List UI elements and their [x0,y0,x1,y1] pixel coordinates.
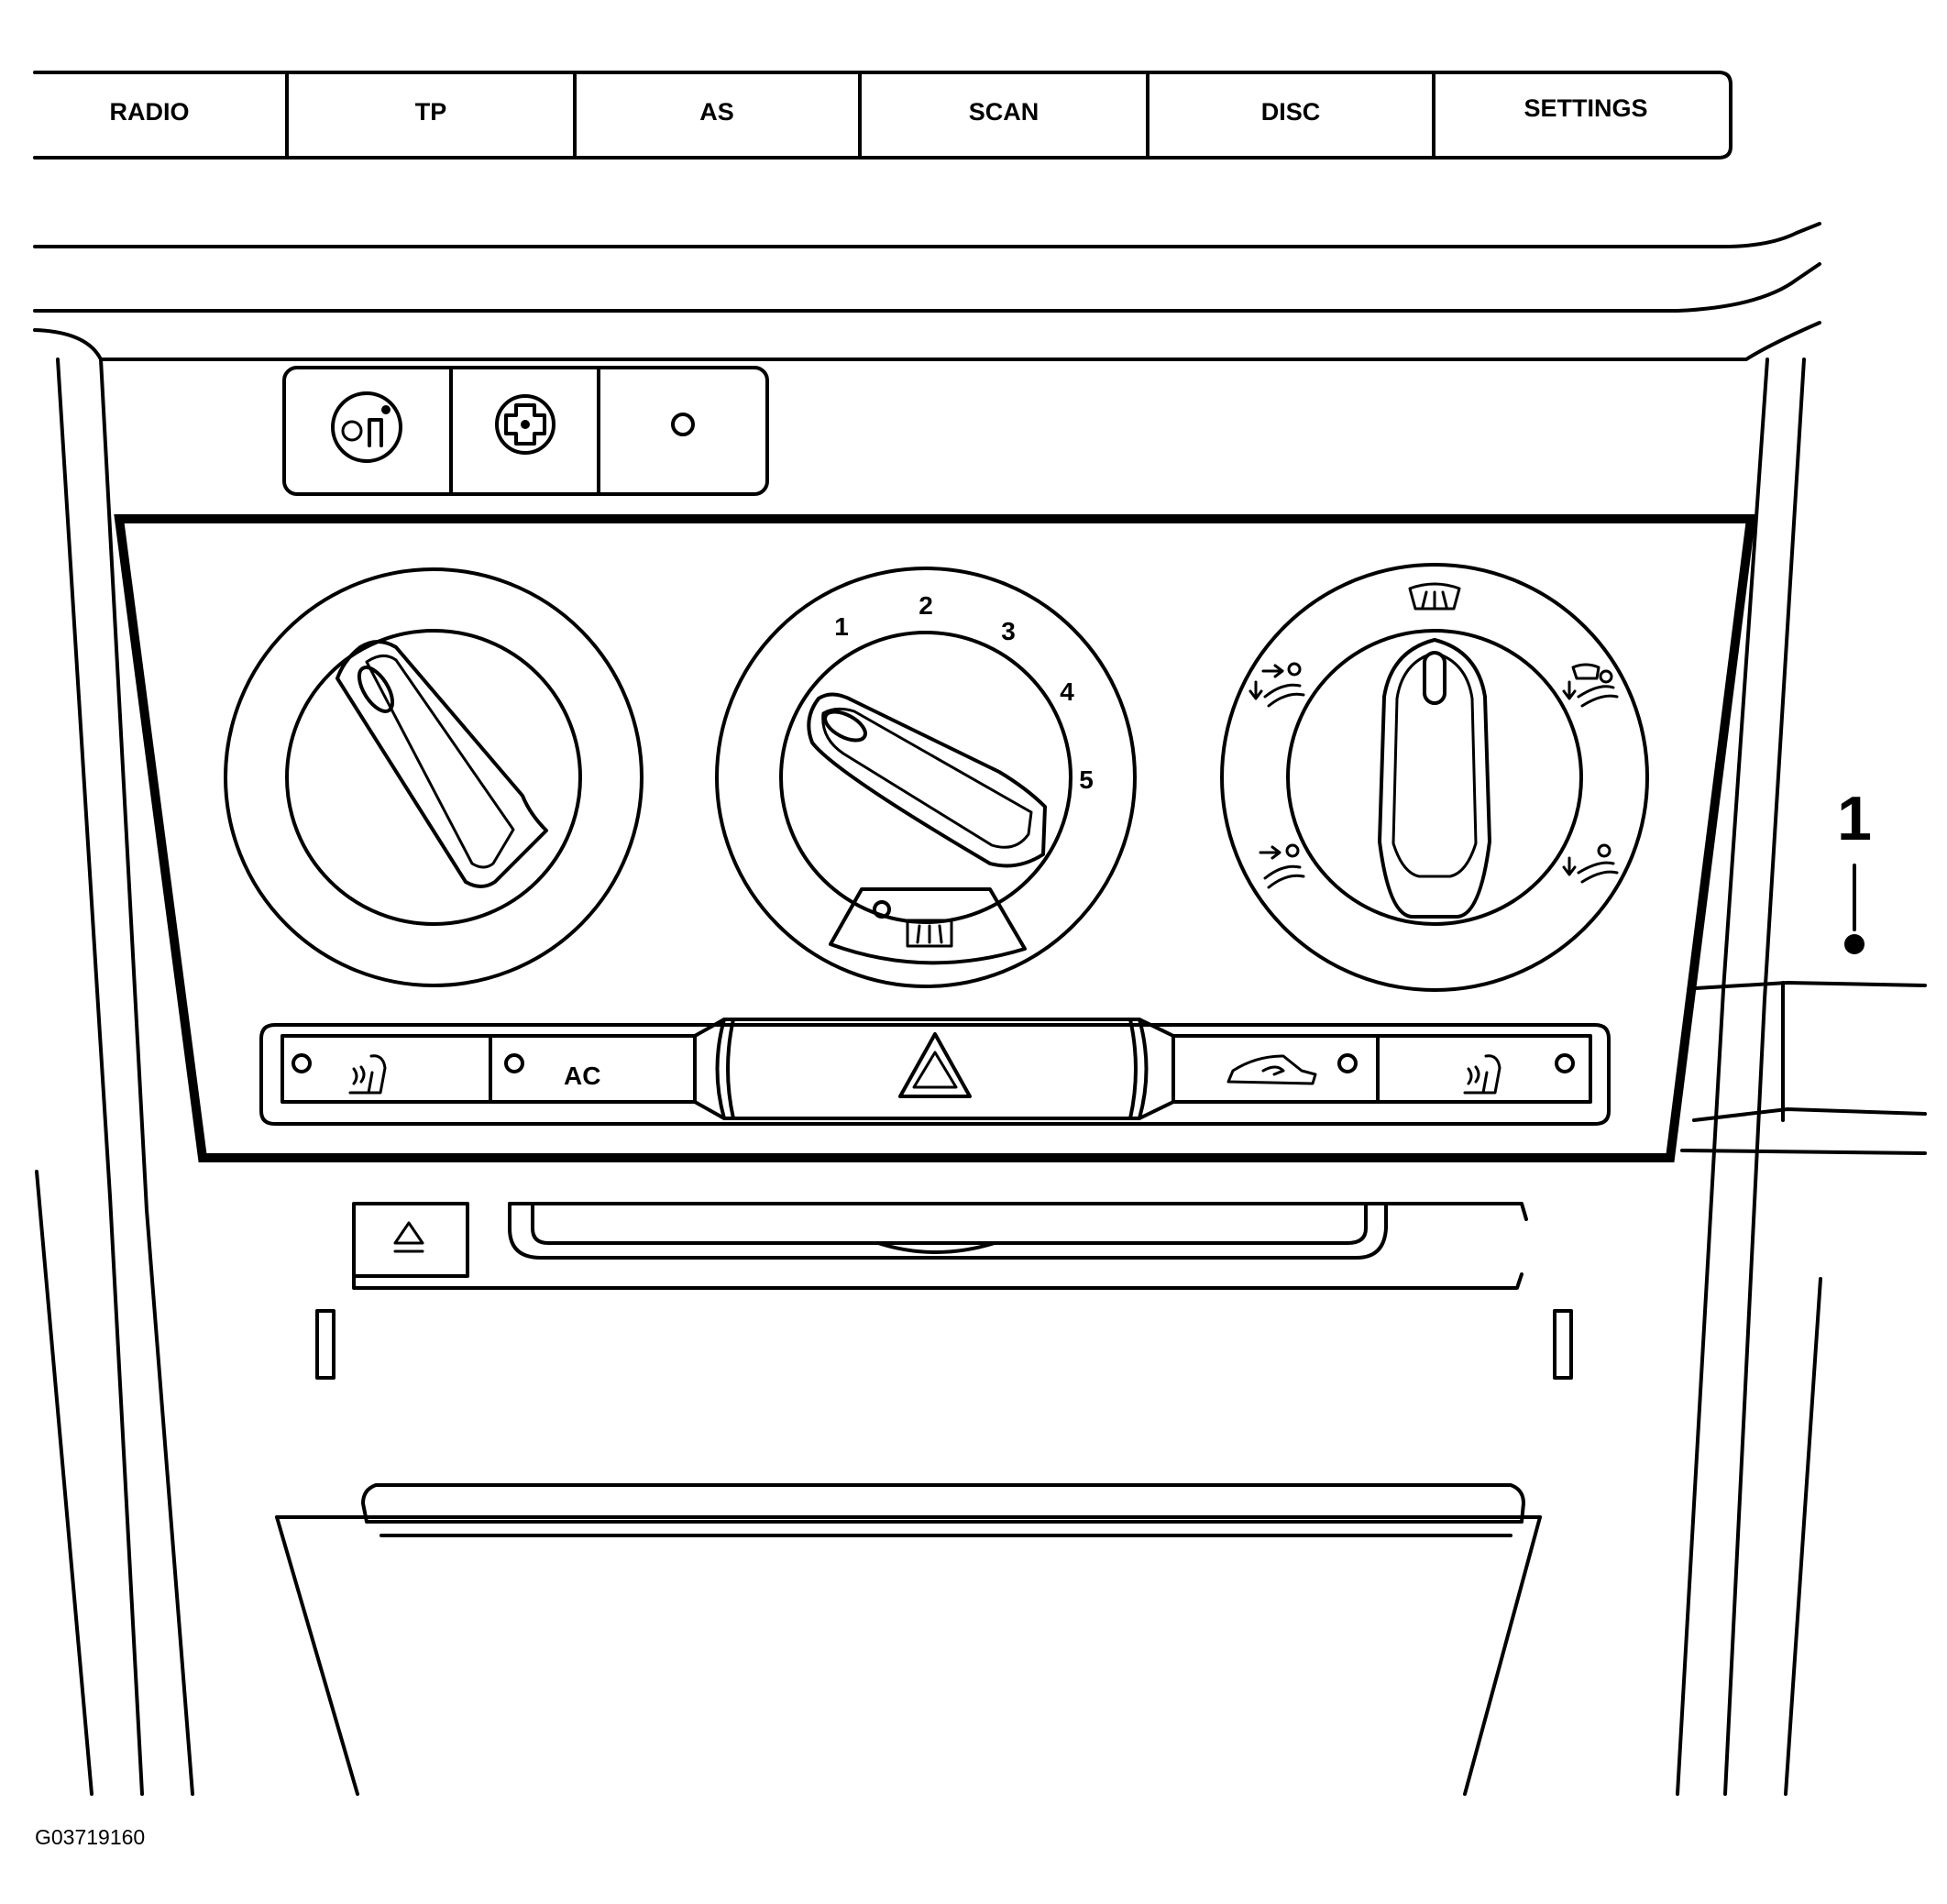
recirculation-icon [1226,1054,1317,1085]
defrost-footwell-icon [1562,663,1619,708]
stability-control-icon [495,394,556,455]
ac-button-label: AC [564,1062,600,1090]
footwell-icon [1562,843,1619,884]
heated-seat-icon [1463,1054,1502,1095]
hazard-triangle-icon [898,1032,972,1098]
radio-button-tp[interactable]: TP [415,98,447,126]
radio-button-radio[interactable]: RADIO [110,98,190,126]
callout-1: 1 [1680,784,1927,1155]
radio-button-strip: RADIO TP AS SCAN DISC SETTINGS [33,71,1732,160]
radio-button-settings[interactable]: SETTINGS [1524,94,1647,122]
air-distribution-knob[interactable] [1220,563,1649,992]
rear-defrost-icon [906,919,953,948]
top-switch-block [282,366,769,496]
ac-button[interactable]: AC [504,1053,600,1090]
fan-speed-knob-icon[interactable]: 1 2 3 4 5 [715,567,1137,988]
hazard-button[interactable] [693,1018,1175,1120]
radio-button-disc[interactable]: DISC [1261,98,1321,126]
temperature-knob-icon[interactable] [224,567,644,987]
heated-seat-right-button[interactable] [1463,1053,1575,1095]
figure-id: G03719160 [35,1825,145,1849]
eject-icon[interactable] [393,1221,424,1253]
callout-number: 1 [1837,784,1872,853]
fan-speed-3: 3 [1001,617,1016,645]
cd-slot-area [315,1202,1573,1537]
face-vent-icon [1259,843,1305,889]
recirculation-button[interactable] [1226,1053,1358,1085]
dashboard-trim [33,222,1822,1796]
radio-button-scan[interactable]: SCAN [969,98,1040,126]
fan-speed-1: 1 [834,612,849,641]
lower-button-row: AC [259,1018,1611,1126]
occupant-sensor-icon [331,391,402,463]
hvac-control-panel: 1 2 3 4 5 [114,514,1756,1162]
fan-speed-5: 5 [1079,765,1094,794]
indicator-led-icon [671,413,695,436]
radio-button-as[interactable]: AS [699,98,734,126]
heated-seat-icon [348,1054,387,1095]
fan-speed-2: 2 [918,591,933,620]
face-footwell-icon [1248,662,1305,708]
windshield-defrost-icon [1408,582,1461,611]
heated-seat-left-button[interactable] [292,1053,387,1095]
fan-speed-4: 4 [1060,677,1074,706]
